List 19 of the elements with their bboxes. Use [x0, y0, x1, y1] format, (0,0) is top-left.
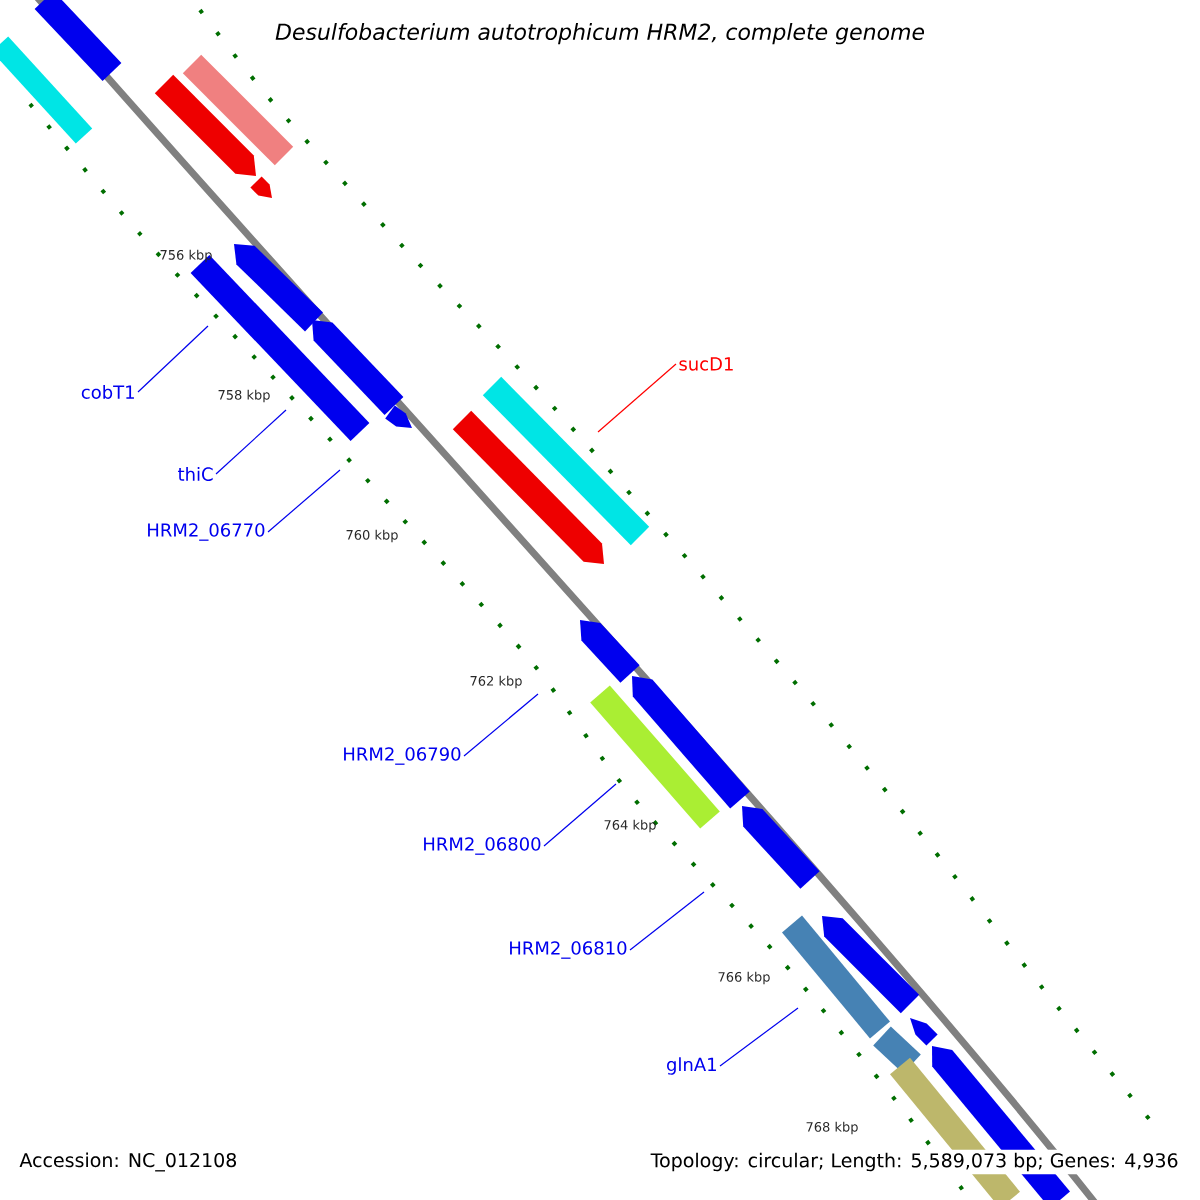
gene-label: cobT1 [81, 385, 134, 399]
title: Desulfobacterium autotrophicum HRM2, complete genome [275, 23, 925, 45]
leader-line [597, 363, 677, 433]
gene-label: HRM2_06790 [344, 747, 461, 765]
gene-label: glnA1 [667, 1057, 716, 1075]
leader-line [629, 891, 705, 951]
gene-label: HRM2_06770 [148, 523, 265, 541]
gene-label: HRM2_06810 [510, 941, 627, 959]
leader-line [215, 409, 287, 475]
info-text: Topology: circular; Length: 5,589,073 bp; Genes: 4,936 [647, 1149, 1182, 1175]
leader-line [267, 469, 341, 533]
gene-label: sucD1 [679, 357, 733, 371]
leader-line [137, 325, 209, 393]
gene-label: thiC [178, 467, 213, 481]
gene-label: HRM2_06800 [424, 837, 541, 855]
leader-line [463, 693, 539, 757]
leader-line [719, 1007, 799, 1067]
leader-line [543, 783, 617, 847]
info-text: Accession: NC_012108 [16, 1149, 241, 1175]
